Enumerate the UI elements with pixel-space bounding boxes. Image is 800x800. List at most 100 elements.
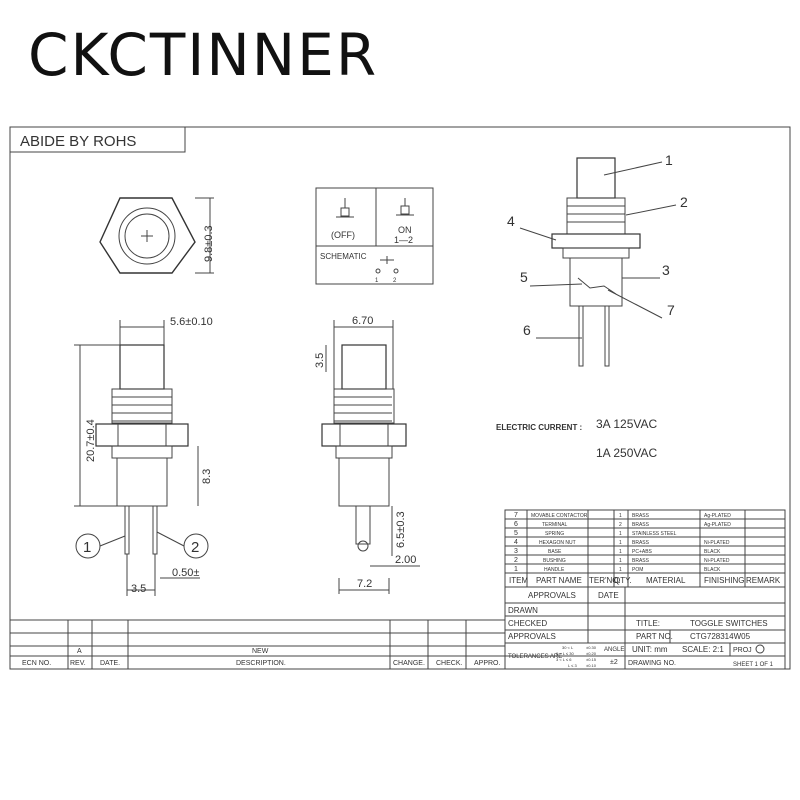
tb-drawn: DRAWN xyxy=(508,606,538,615)
tb-date: DATE xyxy=(598,591,619,600)
bom-fin-3: BLACK xyxy=(704,549,721,555)
dim-bottom-len: 8.3 xyxy=(201,469,213,484)
bom-name-3: BASE xyxy=(548,549,562,555)
tb-tol-3: ±0.20 xyxy=(586,651,597,656)
bom-mat-1: POM xyxy=(632,567,643,573)
bom-mat-7: BRASS xyxy=(632,513,650,519)
tb-tol-0: 30 < L xyxy=(562,645,574,650)
bom-h-qty: QTY. xyxy=(614,576,632,585)
tb-tolerances: TOLERANCES ARE xyxy=(508,654,562,660)
rev-h-change: CHANGE. xyxy=(393,660,425,667)
switch-front-view: 5.6±0.10 20.7±0.4 8.3 3.5 0.50± 1 2 xyxy=(74,316,213,596)
tb-tol-5: ±0.15 xyxy=(586,657,597,662)
rev-h-rev: REV. xyxy=(70,660,86,667)
dim-pin-len: 6.5±0.3 xyxy=(395,511,407,548)
bom-qty-4: 1 xyxy=(619,540,622,546)
bom-mat-6: BRASS xyxy=(632,522,650,528)
tb-tol-1: ±0.30 xyxy=(586,645,597,650)
rev-h-date: DATE. xyxy=(100,660,120,667)
bom-name-5: SPRING xyxy=(545,531,564,537)
bom-name-7: MOVABLE CONTACTOR xyxy=(531,513,588,519)
bom-h-ter: TER'NO. xyxy=(589,576,621,585)
tb-part: CTG728314W05 xyxy=(690,632,751,641)
callout-6: 6 xyxy=(523,322,531,338)
bom-fin-4: Ni-PLATED xyxy=(704,540,730,546)
bom-qty-1: 1 xyxy=(619,567,622,573)
tb-proj: PROJ xyxy=(733,647,752,654)
bom-qty-3: 1 xyxy=(619,549,622,555)
bom-mat-4: BRASS xyxy=(632,540,650,546)
pin-circle-2: 2 xyxy=(191,539,199,556)
bom-name-1: HANDLE xyxy=(544,567,565,573)
electric-v2: 1A 250VAC xyxy=(596,446,657,460)
bom-name-2: BUSHING xyxy=(543,558,566,564)
bom-qty-6: 2 xyxy=(619,522,622,528)
tb-part-label: PART NO. xyxy=(636,632,673,641)
bom-item-1: 1 xyxy=(514,566,518,573)
bom-name-4: HEXAGON NUT xyxy=(539,540,576,546)
pin-circle-1: 1 xyxy=(83,539,91,556)
dim-body-len: 20.7±0.4 xyxy=(85,419,97,462)
tb-scale: SCALE: 2:1 xyxy=(682,645,724,654)
tb-tol-4: 3 < L ≤ 6 xyxy=(556,657,572,662)
rev-new: NEW xyxy=(252,648,269,655)
tb-unit: UNIT: mm xyxy=(632,645,668,654)
electric-label: ELECTRIC CURRENT : xyxy=(496,423,582,432)
callout-5: 5 xyxy=(520,269,528,285)
dim-pin-w: 2.00 xyxy=(395,554,416,566)
schematic-off: (OFF) xyxy=(331,230,355,240)
tb-approvals: APPROVALS xyxy=(528,591,576,600)
dim-side-bottom: 7.2 xyxy=(357,578,372,590)
tb-tol-2: 6 < L ≤ 30 xyxy=(556,651,575,656)
title-block: APPROVALS DATE DRAWN CHECKED APPROVALS T… xyxy=(504,587,786,669)
electric-v1: 3A 125VAC xyxy=(596,417,657,431)
switch-section-view xyxy=(551,157,641,367)
schematic-pin-1: 1 xyxy=(375,278,379,284)
callout-3: 3 xyxy=(662,262,670,278)
rev-h-desc: DESCRIPTION. xyxy=(236,660,286,667)
tb-title-label: TITLE: xyxy=(636,619,660,628)
hex-nut-top-view: 9.8±0.3 xyxy=(99,197,215,274)
tb-angle: ANGLE xyxy=(604,647,624,653)
dim-pin-gap: 3.5 xyxy=(131,583,146,595)
callouts: 1 2 3 4 5 6 7 xyxy=(507,152,688,339)
projection-icon xyxy=(755,644,765,654)
bom-h-remark: REMARK xyxy=(746,576,781,585)
dim-width-top: 5.6±0.10 xyxy=(170,316,213,328)
bom-item-7: 7 xyxy=(514,512,518,519)
tb-angle-v: ±2 xyxy=(610,659,618,666)
bom-item-4: 4 xyxy=(514,539,518,546)
revision-block: A NEW ECN NO. REV. DATE. DESCRIPTION. CH… xyxy=(10,619,505,669)
bom-item-3: 3 xyxy=(514,548,518,555)
tb-checked: CHECKED xyxy=(508,619,547,628)
bom-item-2: 2 xyxy=(514,557,518,564)
bom-h-name: PART NAME xyxy=(536,576,582,585)
bom-table: 7 MOVABLE CONTACTOR 1 BRASS Ag-PLATED 6 … xyxy=(504,509,786,588)
bom-fin-6: Ag-PLATED xyxy=(704,522,731,528)
switch-side-view: 6.70 3.5 6.5±0.3 2.00 7.2 xyxy=(314,315,420,594)
dim-side-width: 6.70 xyxy=(352,315,373,327)
schematic-label: SCHEMATIC xyxy=(320,252,367,261)
bom-item-6: 6 xyxy=(514,521,518,528)
tb-drawing-no: DRAWING NO. xyxy=(628,660,676,667)
bom-fin-1: BLACK xyxy=(704,567,721,573)
callout-1: 1 xyxy=(665,152,673,168)
sheet-border xyxy=(9,126,791,670)
callout-7: 7 xyxy=(667,302,675,318)
tb-title: TOGGLE SWITCHES xyxy=(690,619,768,628)
tb-approvals2: APPROVALS xyxy=(508,632,556,641)
bom-mat-3: PC+ABS xyxy=(632,549,653,555)
schematic-on-sub: 1—2 xyxy=(394,235,413,245)
bom-item-5: 5 xyxy=(514,530,518,537)
rev-h-ecn: ECN NO. xyxy=(22,660,51,667)
rohs-box xyxy=(9,126,186,153)
bom-qty-5: 1 xyxy=(619,531,622,537)
bom-qty-7: 1 xyxy=(619,513,622,519)
schematic-pin-2: 2 xyxy=(393,278,397,284)
rev-h-check: CHECK. xyxy=(436,660,463,667)
dim-pin-thick: 0.50± xyxy=(172,567,199,579)
bom-mat-2: BRASS xyxy=(632,558,650,564)
bom-qty-2: 1 xyxy=(619,558,622,564)
schematic-box: (OFF) ON 1—2 SCHEMATIC 1 2 xyxy=(315,187,434,285)
